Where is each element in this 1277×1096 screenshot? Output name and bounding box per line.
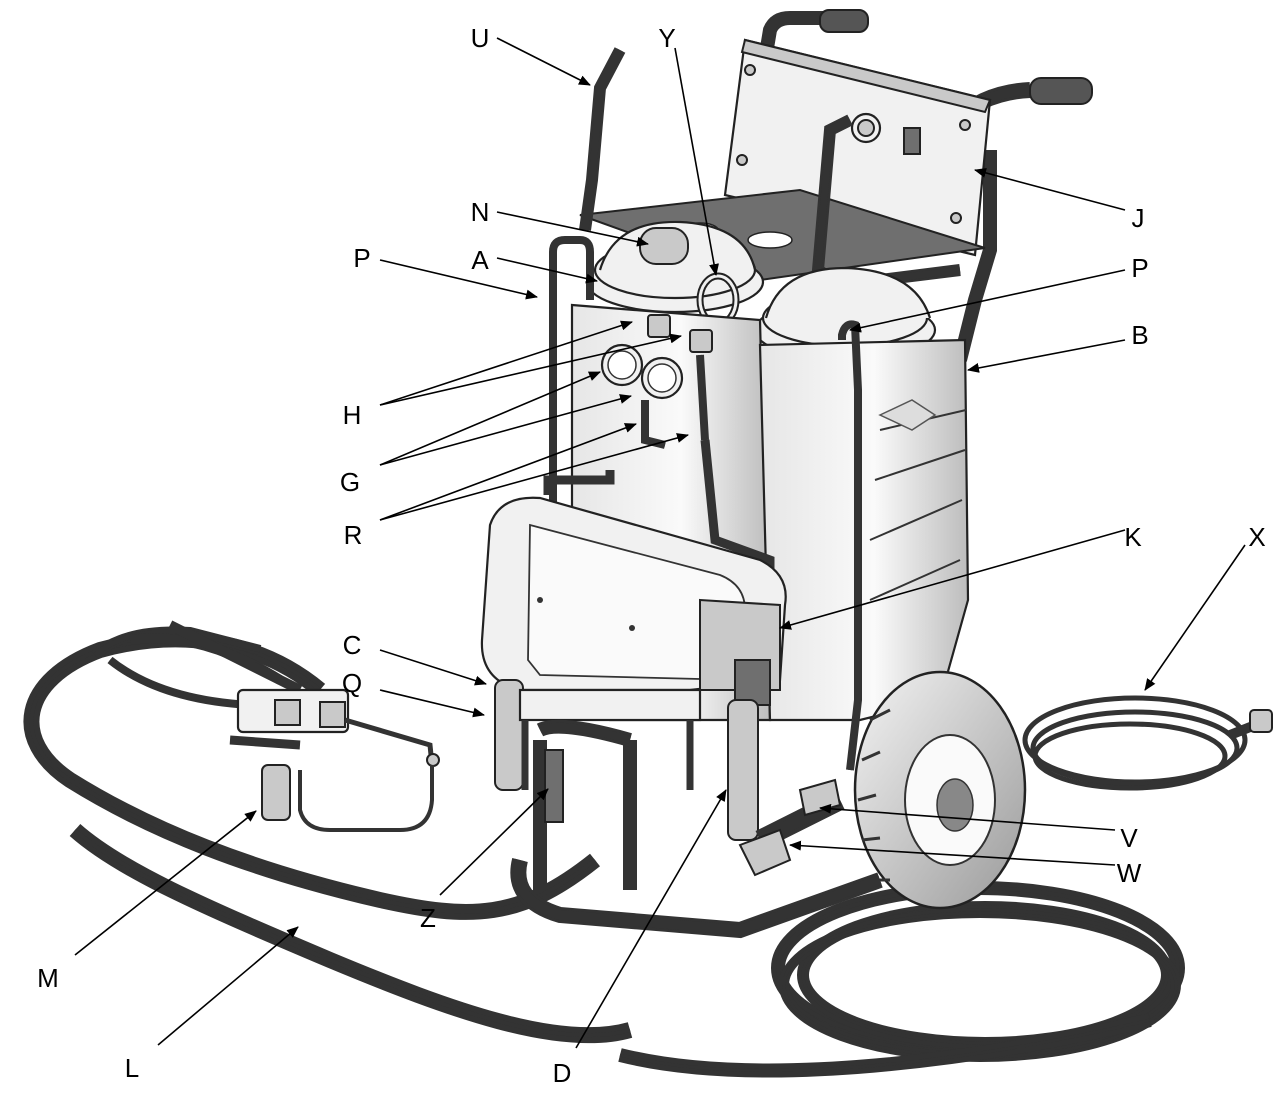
callout-g-leader-1 [379,371,601,466]
callout-k-label: K [1124,522,1142,552]
callout-j-label: J [1132,203,1145,233]
callout-d-label: D [553,1058,572,1088]
callout-q-label: Q [342,668,362,698]
callout-j-leader-1 [974,168,1126,211]
callout-v-label: V [1120,823,1138,853]
callout-a-label: A [471,245,489,275]
callout-p2: P [849,253,1149,333]
callout-l-leader-1 [157,926,299,1046]
side-tubes [543,236,862,771]
callout-m-label: M [37,963,59,993]
cart-base [510,719,883,939]
callout-m-leader-1 [74,810,257,956]
callout-n-label: N [471,197,490,227]
callout-v-leader-1 [819,803,1116,831]
callout-k-leader-1 [779,529,1126,630]
gauge-manifold [600,314,713,449]
callout-u: U [471,23,591,86]
callout-p1-label: P [353,243,370,273]
callout-w: W [789,840,1142,888]
cart-wheel [853,670,1027,910]
callout-p1-leader-1 [379,259,538,300]
callout-g-label: G [340,467,360,497]
callout-b-leader-1 [967,339,1126,373]
callout-c-label: C [343,630,362,660]
callout-k: K [779,522,1142,630]
sprayer-illustration [23,9,1273,1078]
callout-x-label: X [1248,522,1265,552]
callout-u-label: U [471,23,490,53]
callout-x-leader-1 [1144,544,1246,691]
callout-j: J [974,168,1145,233]
callout-d-leader-1 [575,789,727,1049]
callout-q-leader-1 [379,689,485,718]
callout-z-label: Z [420,903,436,933]
callout-v: V [819,803,1138,853]
callout-g: G [340,371,632,497]
callout-y: Y [658,23,719,276]
callout-u-leader-1 [496,37,591,86]
callout-m: M [37,810,257,993]
callout-a-leader-1 [496,257,598,284]
callout-c-leader-1 [379,649,487,686]
callout-p2-label: P [1131,253,1148,283]
callout-r-leader-1 [379,423,637,521]
pump-lowers [494,679,759,841]
callout-w-label: W [1117,858,1142,888]
callout-p2-leader-1 [849,269,1126,333]
callout-n: N [471,197,649,247]
callout-r-label: R [344,520,363,550]
callout-q: Q [342,668,485,718]
callout-z: Z [420,788,549,933]
pump-housing [480,496,787,706]
callout-y-leader-1 [674,47,719,276]
callout-p1: P [353,243,538,300]
callout-d: D [553,789,727,1088]
spray-gun [91,620,440,832]
callout-h-leader-1 [379,320,633,406]
callout-b-label: B [1131,320,1148,350]
callout-l-label: L [125,1053,139,1083]
callout-n-leader-1 [496,211,649,247]
callout-r-leader-2 [379,433,689,521]
callout-g-leader-2 [379,394,632,466]
callout-h: H [343,320,682,430]
callout-a: A [471,245,598,284]
power-cord-coil [1022,695,1273,791]
callout-r: R [344,423,689,550]
callout-h-label: H [343,400,362,430]
callout-z-leader-1 [439,788,549,896]
brand-logo-icon [878,399,937,431]
callout-b: B [967,320,1149,373]
callout-c: C [343,630,487,686]
callout-y-label: Y [658,23,675,53]
callout-h-leader-2 [379,333,682,406]
callout-w-leader-1 [789,840,1116,866]
callout-x: X [1144,522,1266,691]
callout-l: L [125,926,299,1083]
plug-icon [1249,709,1273,733]
